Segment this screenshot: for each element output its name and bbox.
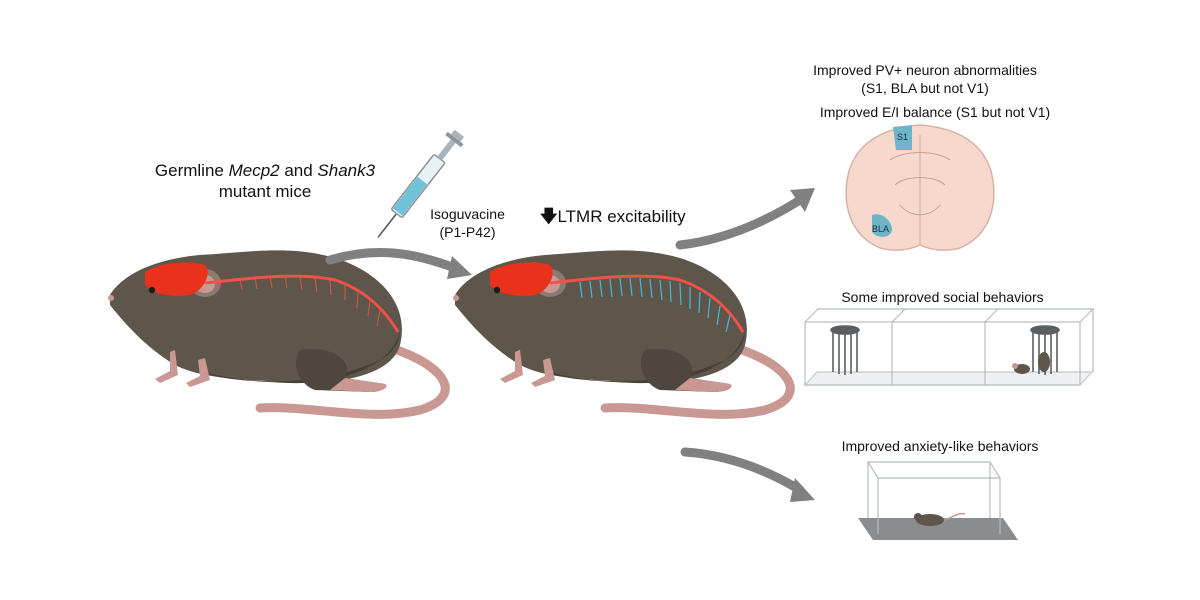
mutant-mice-label: Germline Mecp2 and Shank3 mutant mice <box>154 161 376 202</box>
anxiety-behavior-label: Improved anxiety-like behaviors <box>841 438 1039 454</box>
region-label-bla: BLA <box>872 224 889 234</box>
syringe-icon <box>377 129 465 238</box>
arrow-to-brain <box>675 188 815 250</box>
ltmr-effect-label: 🡇LTMR excitability <box>540 207 686 226</box>
treatment-label: Isoguvacine (P1-P42) <box>420 206 515 241</box>
mouse-icon <box>453 250 790 414</box>
arrow-to-treated <box>325 248 472 279</box>
down-arrow-icon: 🡇 <box>540 207 558 226</box>
open-field-box-icon <box>858 461 1018 540</box>
region-label-s1: S1 <box>897 132 908 142</box>
pv-outcome-label: Improved PV+ neuron abnormalities (S1, B… <box>813 62 1037 96</box>
drug-name: Isoguvacine <box>430 206 505 222</box>
treatment-window: (P1-P42) <box>439 223 496 240</box>
mouse-icon <box>108 250 445 414</box>
brain-slice-icon: S1 BLA <box>845 124 995 251</box>
arrow-to-anxiety <box>680 447 815 502</box>
social-behavior-label: Some improved social behaviors <box>841 289 1044 305</box>
gene-mecp2: Mecp2 <box>228 161 280 180</box>
gene-shank3: Shank3 <box>317 161 376 180</box>
three-chamber-box-icon <box>803 308 1095 386</box>
ei-balance-label: Improved E/I balance (S1 but not V1) <box>819 104 1051 120</box>
